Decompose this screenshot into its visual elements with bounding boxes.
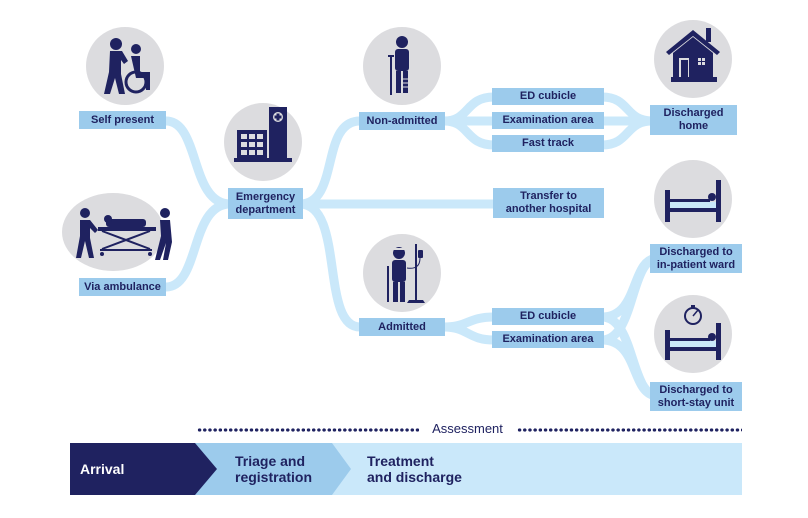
assessment-dots-right	[517, 428, 742, 432]
admitted-option-ed-cubicle: ED cubicle	[492, 308, 604, 325]
flow-ed-to-admitted	[299, 199, 361, 332]
stage-arrows	[70, 443, 742, 495]
emergency-department-line1: Emergency	[235, 190, 296, 203]
self-present-illustration	[86, 27, 164, 105]
stretcher-paramedics-icon	[76, 208, 172, 260]
transfer-box: Transfer to another hospital	[493, 188, 604, 218]
in-patient-ward-illustration	[654, 160, 732, 238]
assessment-label: Assessment	[420, 421, 515, 437]
assessment-bracket: Assessment	[197, 421, 742, 437]
option-label: Fast track	[522, 137, 574, 149]
non-admitted-option-fast-track: Fast track	[492, 135, 604, 152]
stage-treatment-line2: and discharge	[367, 469, 462, 485]
discharged-home-illustration	[654, 20, 732, 98]
via-ambulance-box: Via ambulance	[79, 278, 166, 296]
stage-timeline: Arrival Triage and registration Treatmen…	[70, 443, 742, 495]
emergency-department-line2: department	[235, 203, 296, 216]
hospital-building-icon	[234, 107, 292, 162]
option-label: ED cubicle	[519, 90, 577, 102]
walking-assist-wheelchair-icon	[104, 38, 150, 94]
short-stay-unit-line1: Discharged to	[659, 383, 733, 396]
stage-triage: Triage and registration	[235, 443, 335, 495]
admitted-option-examination-area: Examination area	[492, 331, 604, 348]
discharged-home-box: Discharged home	[650, 105, 737, 135]
discharged-home-line1: Discharged	[663, 107, 724, 119]
stage-treatment-line1: Treatment	[367, 453, 434, 469]
non-admitted-label: Non-admitted	[366, 114, 438, 127]
option-label: ED cubicle	[519, 310, 577, 322]
in-patient-ward-line1: Discharged to	[659, 245, 733, 258]
non-admitted-box: Non-admitted	[359, 112, 445, 130]
stage-arrival-label: Arrival	[80, 461, 125, 477]
in-patient-ward-box: Discharged to in-patient ward	[650, 244, 742, 273]
in-patient-ward-line2: in-patient ward	[656, 258, 736, 271]
non-admitted-illustration	[363, 27, 441, 105]
hospital-bed-icon	[665, 180, 721, 222]
stage-triage-line2: registration	[235, 469, 313, 485]
stage-arrival: Arrival	[80, 443, 190, 495]
flow-ed-to-non-admitted	[299, 116, 361, 209]
assessment-dots-left	[197, 428, 419, 432]
option-label: Examination area	[502, 333, 594, 345]
short-stay-unit-box: Discharged to short-stay unit	[650, 382, 742, 411]
patient-crutch-cast-icon	[388, 36, 409, 95]
flow-adm-to-exam	[443, 322, 495, 345]
short-stay-unit-illustration	[654, 295, 732, 373]
transfer-line1: Transfer to	[520, 190, 577, 202]
non-admitted-option-examination-area: Examination area	[492, 112, 604, 129]
flow-self-present-to-ed	[165, 116, 231, 209]
emergency-department-illustration	[224, 103, 302, 181]
flow-ambulance-to-ed	[165, 199, 231, 292]
transfer-line2: another hospital	[505, 203, 592, 215]
stage-treatment: Treatment and discharge	[367, 443, 507, 495]
admitted-box: Admitted	[359, 318, 445, 336]
option-label: Examination area	[502, 114, 594, 126]
ambulance-arrival-illustration	[62, 193, 172, 271]
short-stay-unit-line2: short-stay unit	[657, 396, 735, 409]
stage-triage-line1: Triage and	[235, 453, 306, 469]
patient-iv-drip-icon	[387, 244, 425, 303]
via-ambulance-label: Via ambulance	[84, 280, 161, 293]
flow-fast-track-to-home	[601, 116, 653, 150]
self-present-box: Self present	[79, 111, 166, 129]
emergency-department-box: Emergency department	[228, 188, 303, 219]
non-admitted-option-ed-cubicle: ED cubicle	[492, 88, 604, 105]
flow-nonadm-to-fast-track	[443, 116, 495, 150]
house-icon	[666, 28, 720, 82]
admitted-illustration	[363, 234, 441, 312]
discharged-home-line2: home	[678, 120, 709, 132]
bed-stopwatch-icon	[665, 305, 721, 360]
admitted-label: Admitted	[378, 320, 426, 333]
stage-bg-arrival	[70, 443, 217, 495]
self-present-label: Self present	[91, 113, 154, 126]
